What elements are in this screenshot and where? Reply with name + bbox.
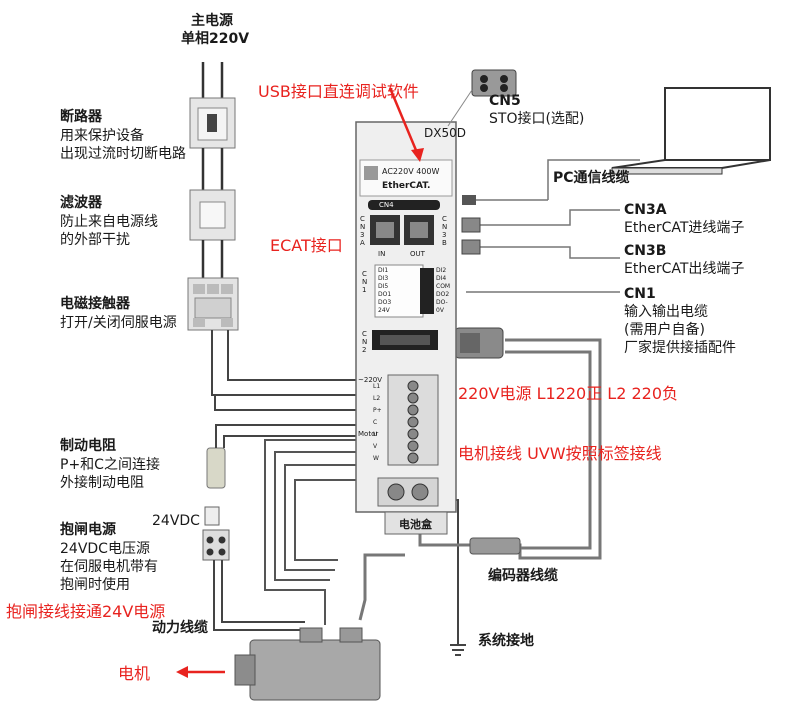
drive-out-label: OUT [410, 250, 425, 258]
contactor-title: 电磁接触器 [60, 296, 130, 312]
filter-line1: 防止来自电源线 [60, 214, 158, 230]
drive-voltage-side: ~220V [358, 376, 382, 384]
filter-title: 滤波器 [60, 195, 102, 211]
cn5-title: CN5 [489, 93, 521, 109]
battery-box-label: 电池盒 [399, 518, 432, 531]
drive-cn4: CN4 [379, 201, 394, 209]
cn3b-title: CN3B [624, 243, 667, 259]
annotation-motor-wiring: 电机接线 UVW按照标签接线 [458, 444, 662, 463]
cn5-connector [471, 69, 517, 97]
annotation-brake-wiring: 抱闸接线接通24V电源 [6, 602, 166, 621]
brake-resistor-line2: 外接制动电阻 [60, 475, 144, 491]
encoder-cable-label: 编码器线缆 [488, 568, 558, 584]
cn1-line3: 厂家提供接插配件 [624, 340, 736, 356]
breaker-title: 断路器 [60, 109, 102, 125]
annotation-motor: 电机 [118, 664, 151, 683]
cn3a-title: CN3A [624, 202, 667, 218]
power-cable-label: 动力线缆 [152, 620, 208, 636]
drive-rating: AC220V 400W [382, 167, 440, 176]
encoder-connector [454, 327, 521, 555]
drive-cn1: C N 1 [362, 270, 368, 294]
drive-motor-side: Motor [358, 430, 378, 438]
battery-box [384, 511, 448, 535]
brake-power-line1: 24VDC电压源 [60, 541, 150, 557]
brake-resistor-device [206, 447, 226, 489]
main-power-title: 主电源 [191, 13, 233, 29]
cn1-title: CN1 [624, 286, 656, 302]
contactor-line1: 打开/关闭伺服电源 [60, 315, 177, 331]
filter-line2: 的外部干扰 [60, 232, 130, 248]
filter-device [189, 189, 236, 241]
drive-ethercat: EtherCAT. [382, 181, 431, 191]
drive-in-label: IN [378, 250, 386, 258]
contactor-device [187, 277, 239, 331]
pc-cable-title: PC通信线缆 [553, 170, 630, 186]
drive-cn3b: C N 3 B [442, 215, 448, 247]
cn3b-desc: EtherCAT出线端子 [624, 261, 745, 277]
servo-motor [234, 627, 381, 701]
ground-label: 系统接地 [478, 633, 534, 649]
main-power-subtitle: 单相220V [181, 31, 250, 47]
annotation-ecat: ECAT接口 [270, 236, 343, 255]
brake-power-line3: 抱闸时使用 [60, 577, 130, 593]
annotation-power220: 220V电源 L1220正 L2 220负 [458, 384, 679, 403]
brake-resistor-title: 制动电阻 [60, 438, 116, 454]
cn1-line2: (需用户自备) [624, 322, 705, 338]
drive-cn3a: C N 3 A [360, 215, 366, 247]
breaker-line2: 出现过流时切断电路 [60, 146, 186, 162]
brake-power-24vdc: 24VDC [152, 513, 200, 529]
brake-power-line2: 在伺服电机带有 [60, 559, 158, 575]
servo-drive-body [355, 121, 457, 513]
cn3a-desc: EtherCAT进线端子 [624, 220, 745, 236]
drive-model: DX50D [424, 126, 466, 140]
annotation-arrows [176, 87, 424, 678]
breaker-line1: 用来保护设备 [60, 128, 144, 144]
brake-power-device [202, 506, 230, 561]
brake-resistor-line1: P+和C之间连接 [60, 457, 160, 473]
brake-power-title: 抱闸电源 [60, 522, 116, 538]
main-power-lines [201, 62, 224, 100]
cn1-line1: 输入输出电缆 [624, 304, 708, 320]
breaker-device [189, 97, 236, 149]
drive-cn2: C N 2 [362, 330, 368, 354]
laptop-device [611, 87, 771, 175]
cn5-desc: STO接口(选配) [489, 111, 585, 127]
annotation-usb: USB接口直连调试软件 [258, 82, 419, 101]
